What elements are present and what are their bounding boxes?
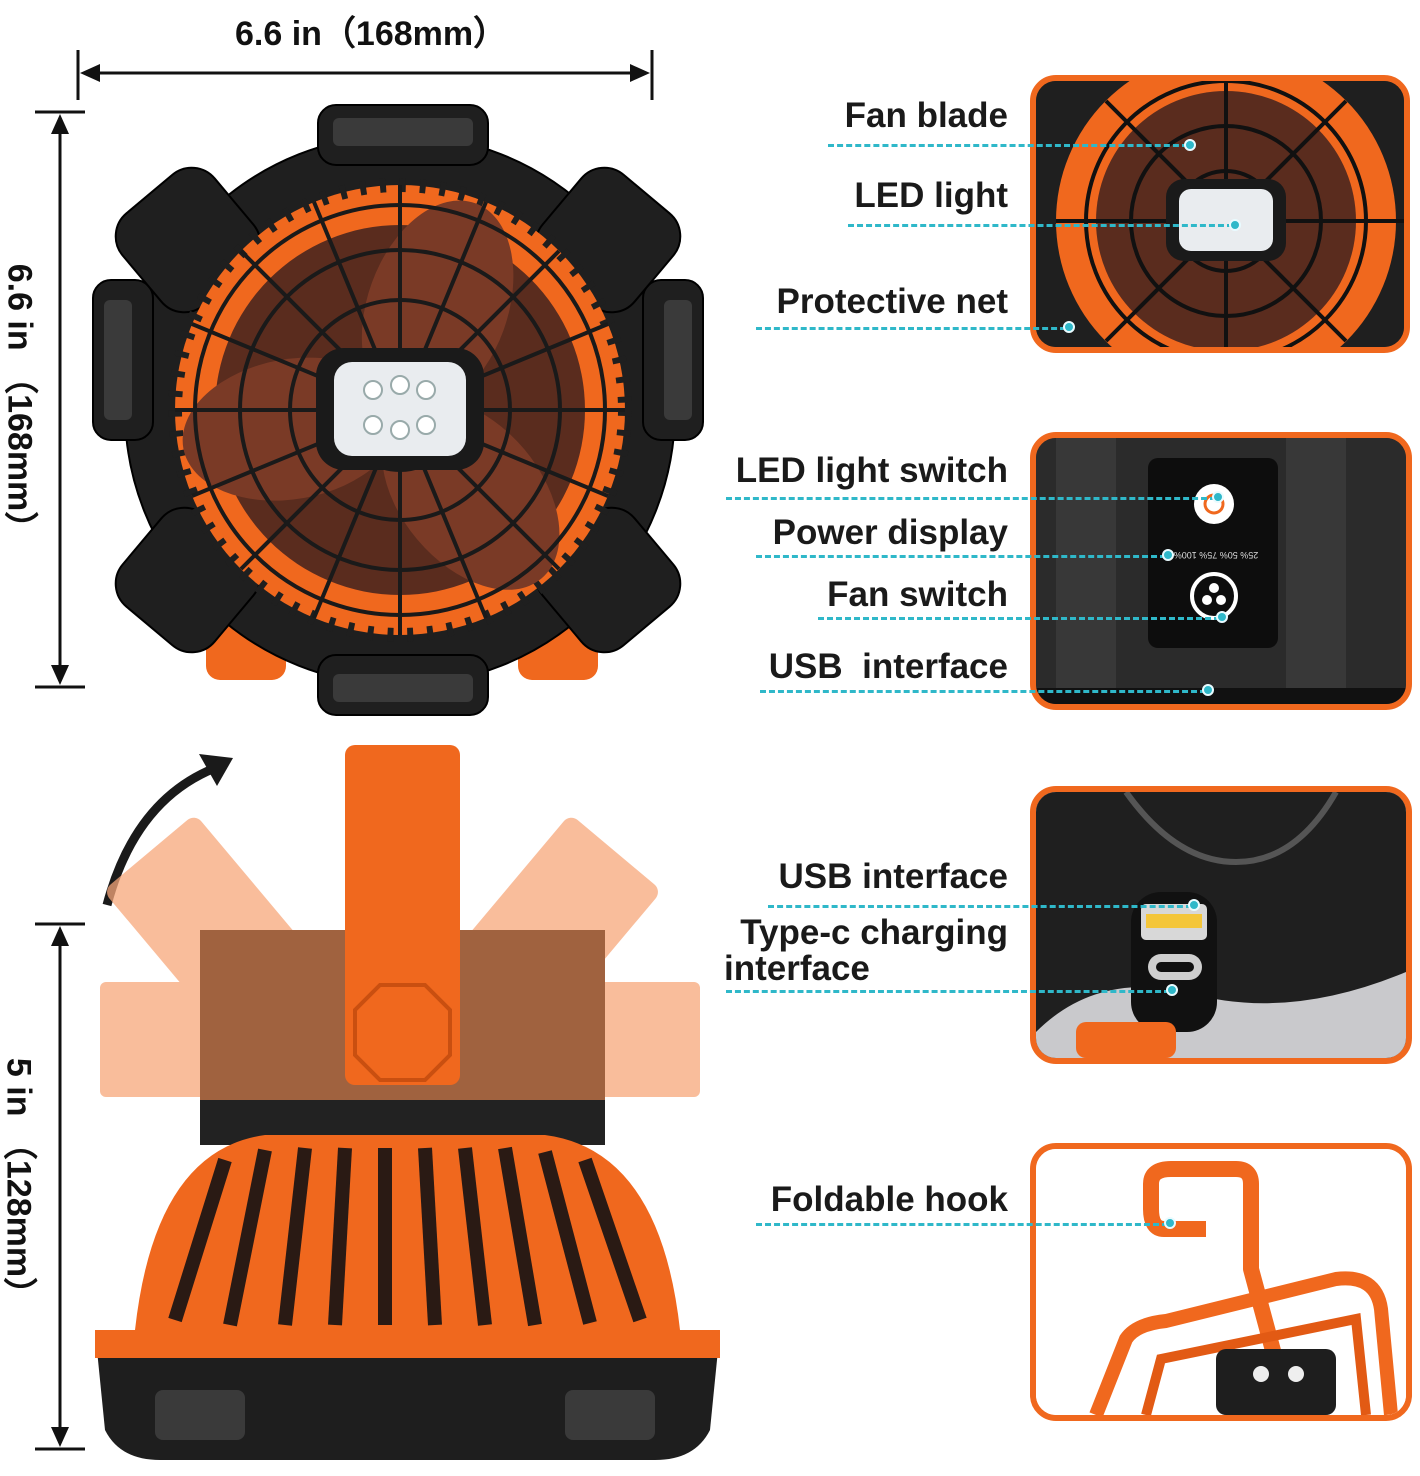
dot-usb-interface [1188,899,1200,911]
fan-side-view-image [95,745,720,1460]
control-panel-closeup: 25% 50% 75% 100% [1030,432,1412,710]
dot-protective-net [1063,321,1075,333]
control-panel-image [1036,438,1406,704]
leader-usb-interface [768,905,1192,908]
callout-typec-line2: interface [724,949,870,988]
callout-usb-interface-top: USB interface [768,647,1008,686]
ports-closeup-image [1036,792,1406,1058]
leader-foldable-hook [756,1223,1168,1226]
height-dimension-label: 6.6 in （168mm） [0,263,39,546]
fan-closeup-panel [1030,75,1410,353]
dot-typec [1166,984,1178,996]
dot-power-display [1162,549,1174,561]
dot-led-light-switch [1212,491,1224,503]
leader-power-display [756,555,1166,558]
fan-closeup-image [1036,81,1404,347]
fan-front-view-image [92,104,704,716]
callout-protective-net: Protective net [776,282,1008,321]
width-dimension-arrow [76,50,654,100]
callout-typec-line1: Type-c charging [740,913,1008,952]
hook-closeup-image [1036,1149,1406,1415]
leader-led-light-switch [726,497,1216,500]
callout-fan-switch: Fan switch [827,575,1008,614]
leader-protective-net [756,327,1066,330]
callout-power-display: Power display [772,513,1008,552]
leader-typec [726,990,1170,993]
height-bottom-dimension-arrow [35,922,85,1451]
leader-fan-blade [828,144,1188,147]
callout-led-light: LED light [854,176,1008,215]
dot-foldable-hook [1164,1217,1176,1229]
callout-led-light-switch: LED light switch [735,451,1008,490]
power-level-text: 25% 50% 75% 100% [1173,550,1259,560]
callout-usb-interface: USB interface [778,857,1008,896]
width-dimension-label: 6.6 in（168mm） [235,15,508,53]
hook-closeup-panel [1030,1143,1412,1421]
callout-foldable-hook: Foldable hook [770,1180,1008,1219]
dot-fan-blade [1184,139,1196,151]
dot-fan-switch [1216,611,1228,623]
leader-fan-switch [818,617,1220,620]
dot-led-light [1229,219,1241,231]
dot-usb-interface-top [1202,684,1214,696]
height-bottom-dimension-label: 5 in （128mm） [0,1057,38,1312]
leader-led-light [848,224,1233,227]
leader-usb-interface-top [760,690,1206,693]
ports-closeup-panel [1030,786,1412,1064]
callout-fan-blade: Fan blade [844,96,1008,135]
height-dimension-arrow [35,110,85,689]
